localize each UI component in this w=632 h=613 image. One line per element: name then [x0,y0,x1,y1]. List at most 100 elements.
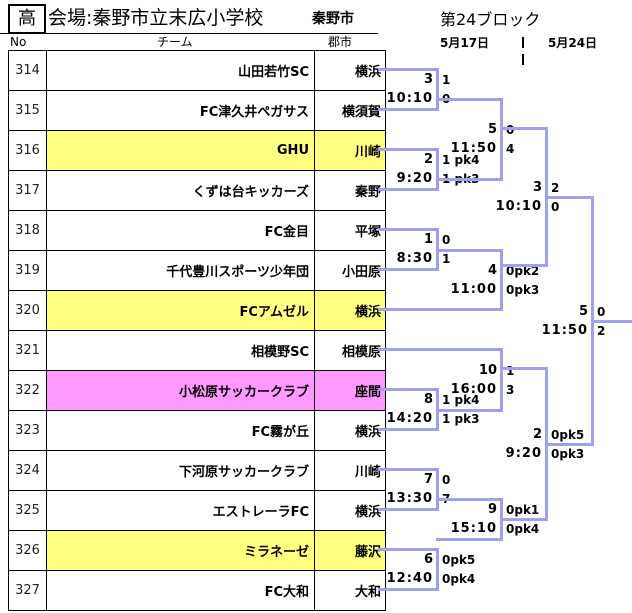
team-number: 324 [8,450,47,491]
category-badge: 高 [8,4,46,34]
bracket-line [378,588,439,591]
column-header-no: No [10,35,27,49]
match-number: 4 [487,263,497,278]
bracket-line [545,443,594,446]
match-time: 16:00 [450,382,497,397]
team-city: 横浜 [314,290,386,331]
score-top: 0pk2 [506,264,540,278]
match-time: 11:50 [450,141,497,156]
date-round1: 5月17日 [440,36,490,50]
bracket-line [378,468,439,471]
match-time: 15:10 [450,521,497,536]
match-time: 12:40 [386,571,433,586]
score-bottom: 0pk4 [506,522,540,536]
score-top: 2 [551,181,560,195]
team-name: 小松原サッカークラブ [46,370,315,411]
column-header-team: チーム [157,35,193,49]
team-city: 大和 [314,570,386,611]
team-city: 横浜 [314,50,386,91]
team-name: 千代豊川スポーツ少年団 [46,250,315,291]
bracket-line [378,508,439,511]
bracket-line [436,538,503,541]
date-separator [522,37,524,48]
bracket-line [500,518,548,521]
team-city: 相模原 [314,330,386,371]
team-number: 326 [8,530,47,571]
score-bottom: 3 [506,383,515,397]
bracket-line [436,98,503,101]
bracket-line [378,148,439,151]
bracket-line [378,188,439,191]
score-bottom: 2 [597,324,606,338]
team-city: 小田原 [314,250,386,291]
team-number: 325 [8,490,47,531]
team-number: 316 [8,130,47,171]
bracket-line [500,264,548,267]
team-city: 横浜 [314,490,386,531]
bracket-line [378,548,439,551]
score-bottom: 0pk4 [442,572,476,586]
team-city: 平塚 [314,210,386,251]
match-number: 8 [423,392,433,407]
match-number: 5 [487,122,497,137]
score-top: 0 [442,473,451,487]
team-city: 横須賀 [314,90,386,131]
score-bottom: 4 [506,142,515,156]
team-name: FC霧が丘 [46,410,315,451]
team-number: 318 [8,210,47,251]
match-time: 11:00 [450,282,497,297]
date-round2: 5月24日 [548,36,598,50]
bracket-line [378,108,439,111]
bracket-line [545,196,594,199]
bracket-line [378,308,503,311]
team-name: FCアムゼル [46,290,315,331]
team-name: 下河原サッカークラブ [46,450,315,491]
score-bottom: 0 [551,200,560,214]
team-name: 山田若竹SC [46,50,315,91]
team-name: くずは台キッカーズ [46,170,315,211]
match-number: 6 [423,552,433,567]
team-city: 川崎 [314,130,386,171]
match-number: 10 [478,363,497,378]
score-top: 0 [597,305,606,319]
date-separator [522,54,524,65]
bracket-line [436,148,439,191]
team-city: 横浜 [314,410,386,451]
team-number: 319 [8,250,47,291]
team-number: 314 [8,50,47,91]
bracket-line [378,348,503,351]
team-name: FC金目 [46,210,315,251]
bracket-line [378,268,439,271]
match-time: 13:30 [386,491,433,506]
bracket-line [436,178,503,181]
bracket-line [378,428,439,431]
bracket-line [436,249,503,252]
team-name: エストレーラFC [46,490,315,531]
match-time: 10:10 [386,91,433,106]
score-top: 0pk5 [442,553,476,567]
bracket-line [436,468,439,511]
score-bottom: 1 [442,252,451,266]
bracket-line [500,249,503,311]
match-number: 5 [578,304,588,319]
score-top: 1 [442,73,451,87]
score-top: 0pk5 [551,428,585,442]
team-number: 317 [8,170,47,211]
venue-title: 会場:秦野市立末広小学校 [48,7,264,29]
match-number: 7 [423,472,433,487]
team-city: 座間 [314,370,386,411]
match-time: 8:30 [396,251,433,266]
score-top: 1 pk4 [442,393,480,407]
match-time: 9:20 [505,446,542,461]
